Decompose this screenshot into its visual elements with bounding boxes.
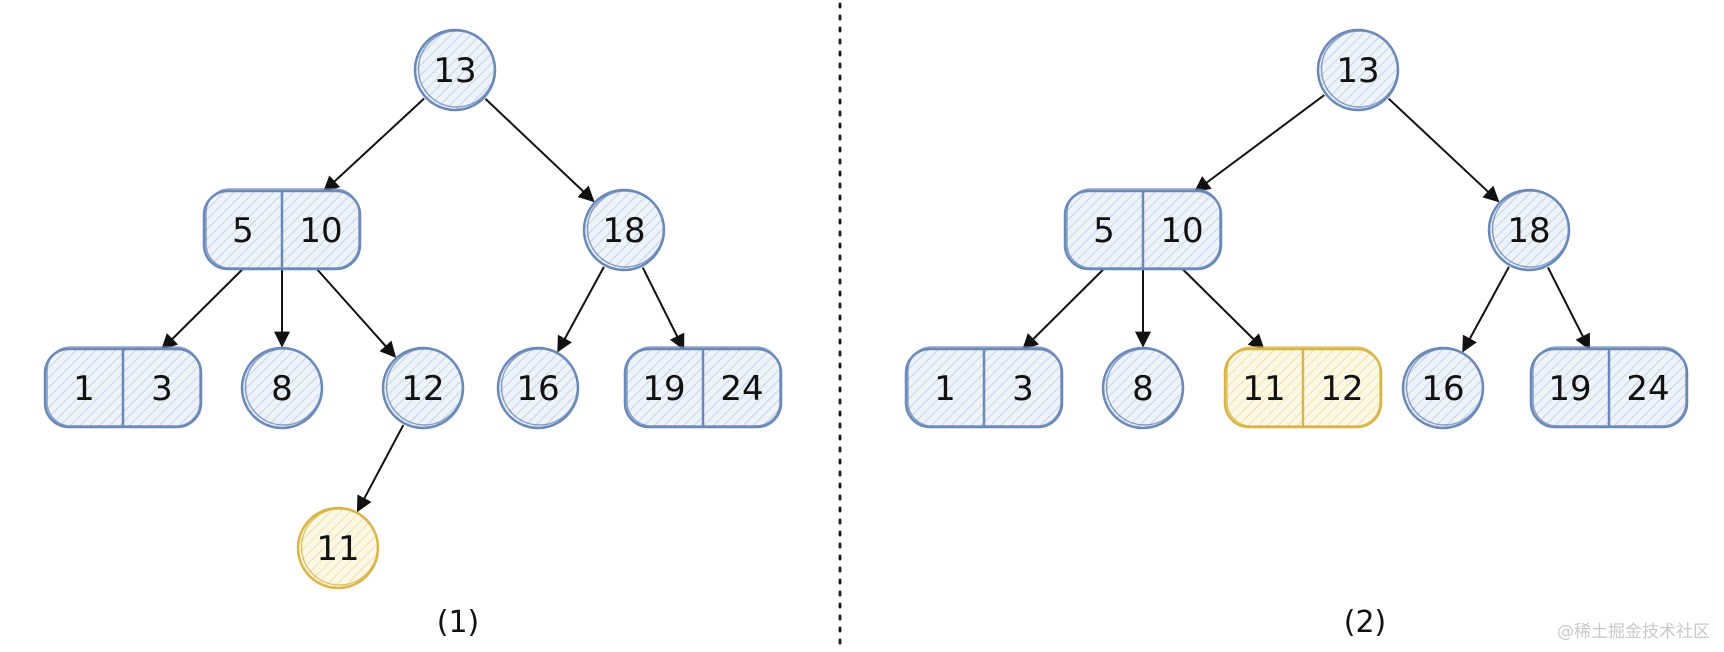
tree-edge-arrow — [557, 266, 605, 353]
tree-node: 18 — [1487, 188, 1571, 272]
diagram-caption: (2) — [1344, 605, 1387, 640]
node-key: 3 — [151, 369, 173, 409]
tree-node: 13 — [1316, 28, 1400, 112]
node-key: 10 — [299, 211, 342, 251]
node-key: 5 — [1093, 211, 1115, 251]
highlighted-tree-node: 11 12 — [1223, 346, 1383, 429]
node-key: 18 — [1507, 211, 1550, 251]
node-key: 11 — [316, 529, 359, 569]
tree-node: 12 — [381, 346, 465, 430]
node-key: 24 — [1626, 369, 1669, 409]
tree-node: 5 10 — [202, 188, 362, 271]
tree-edge-arrow — [1022, 268, 1105, 351]
tree-node: 5 10 — [1063, 188, 1223, 271]
node-key: 12 — [401, 369, 444, 409]
diagram-caption: (1) — [437, 605, 480, 640]
tree-node: 8 — [1101, 346, 1185, 430]
node-key: 19 — [642, 369, 685, 409]
node-key: 1 — [934, 369, 956, 409]
node-key: 12 — [1320, 369, 1363, 409]
tree-edge-arrow — [1462, 266, 1510, 353]
tree-edge-arrow — [1194, 94, 1325, 192]
node-key: 16 — [516, 369, 559, 409]
node-key: 5 — [232, 211, 254, 251]
node-key: 1 — [73, 369, 95, 409]
tree-edge-arrow — [161, 268, 244, 351]
node-key: 11 — [1242, 369, 1285, 409]
node-key: 16 — [1421, 369, 1464, 409]
tree-node: 8 — [240, 346, 324, 430]
tree-node: 13 — [413, 28, 497, 112]
tree-node: 18 — [582, 188, 666, 272]
tree-edge-arrow — [316, 268, 397, 358]
tree-edge-arrow — [641, 267, 685, 351]
node-key: 24 — [720, 369, 763, 409]
tree-edge-arrow — [356, 424, 405, 513]
node-key: 8 — [1132, 369, 1154, 409]
node-key: 3 — [1012, 369, 1034, 409]
highlighted-tree-node: 11 — [296, 506, 380, 590]
tree-edge-arrow — [322, 97, 425, 193]
tree-node: 16 — [1401, 346, 1485, 430]
node-key: 19 — [1548, 369, 1591, 409]
tree-edge-arrow — [1181, 268, 1265, 351]
watermark-text: @稀土掘金技术社区 — [1557, 622, 1710, 642]
node-key: 13 — [433, 51, 476, 91]
tree-edge-arrow — [484, 98, 595, 203]
node-key: 18 — [602, 211, 645, 251]
node-key: 13 — [1336, 51, 1379, 91]
tree-edge-arrow — [1387, 97, 1500, 203]
node-key: 10 — [1160, 211, 1203, 251]
tree-node: 16 — [496, 346, 580, 430]
tree-edge-arrow — [1547, 267, 1591, 351]
node-key: 8 — [271, 369, 293, 409]
